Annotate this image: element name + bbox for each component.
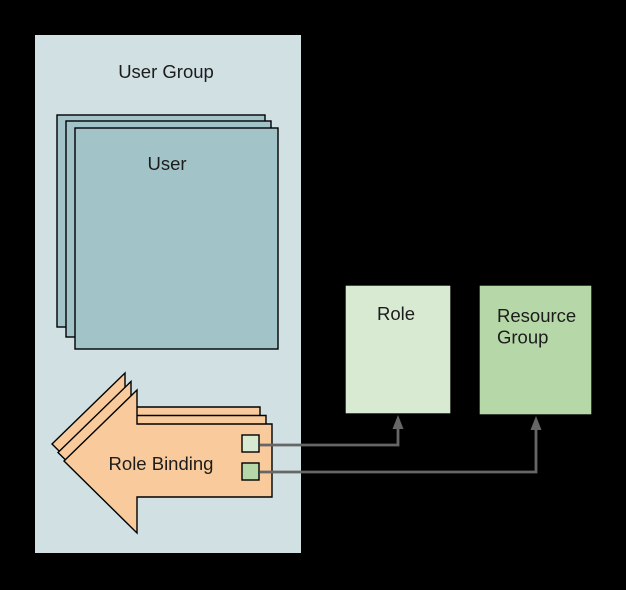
role-label: Role — [377, 303, 415, 324]
resource-group-label-line1: Resource — [497, 305, 576, 326]
resource-group-label-line2: Group — [497, 327, 548, 348]
connector-role-arrowhead-icon — [392, 415, 404, 429]
connector-resource-group-arrowhead-icon — [530, 416, 542, 430]
role-binding-arrow-front — [62, 388, 273, 535]
connector-role — [260, 428, 400, 447]
role-binding-label: Role Binding — [109, 453, 214, 474]
connector-resource-group — [260, 429, 538, 474]
role-binding-role-port — [241, 434, 260, 453]
resource-group-box — [478, 284, 593, 416]
user-box-front — [74, 127, 279, 350]
role-binding-resource-group-port — [241, 462, 260, 481]
user-label: User — [147, 153, 186, 174]
user-group-label: User Group — [118, 61, 214, 82]
role-box — [344, 284, 452, 415]
